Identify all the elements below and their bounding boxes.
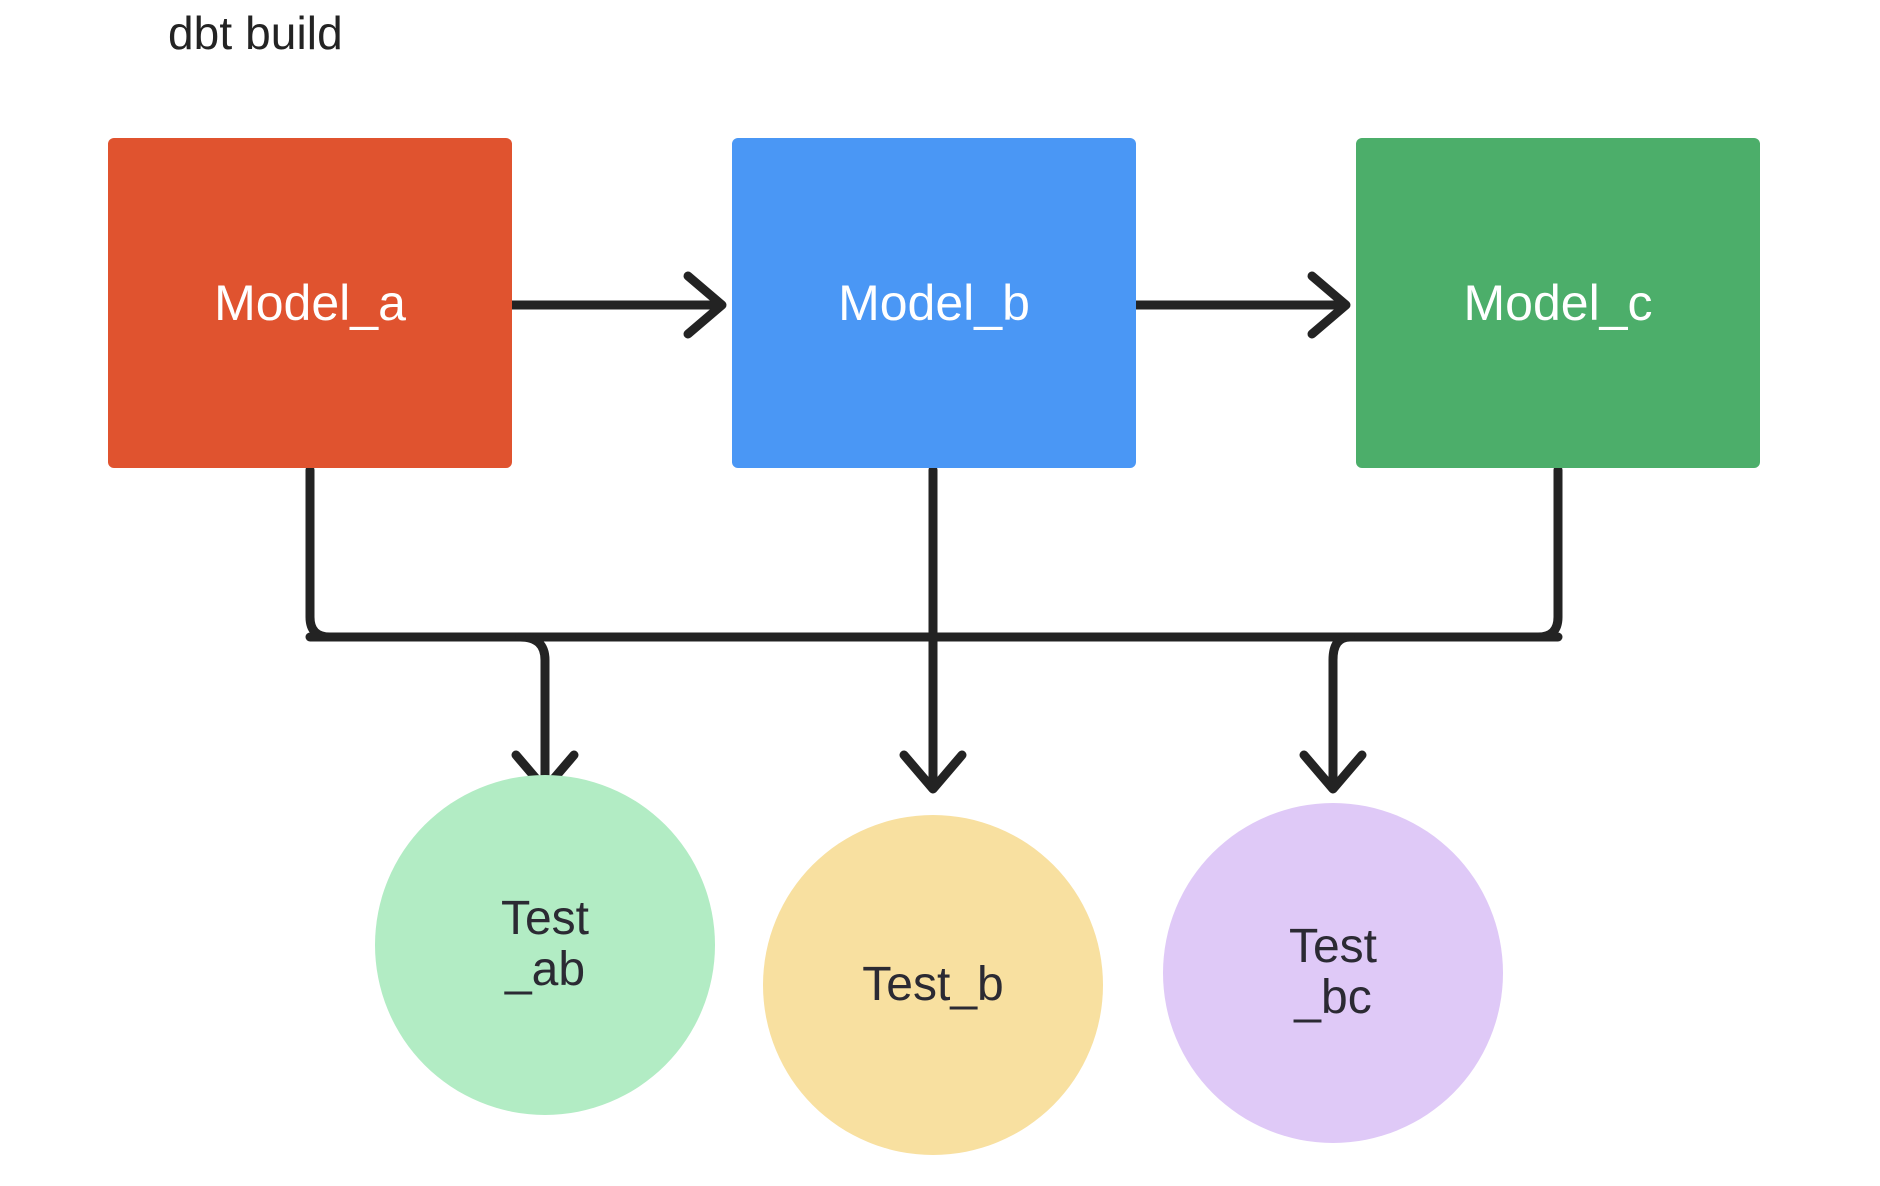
edge-model-a-to-bus	[305, 465, 525, 642]
node-model-c-label: Model_c	[1463, 274, 1653, 331]
node-model-b[interactable]: Model_b	[732, 138, 1136, 468]
node-test-b-label-line1: Test_b	[862, 957, 1004, 1011]
edge-model-c-to-bus	[1345, 465, 1563, 642]
node-model-c[interactable]: Model_c	[1356, 138, 1760, 468]
edge-model-b-to-model-c	[1131, 271, 1351, 339]
node-model-b-label: Model_b	[838, 274, 1030, 331]
node-test-ab[interactable]: Test _ab	[375, 775, 715, 1115]
node-test-ab-label-line2: _ab	[504, 943, 586, 996]
diagram-title: dbt build	[168, 7, 343, 59]
edge-model-a-to-model-b	[507, 271, 727, 339]
node-test-bc-label-line1: Test	[1288, 920, 1378, 974]
edge-model-b-to-test-b	[899, 465, 967, 794]
node-model-a[interactable]: Model_a	[108, 138, 512, 468]
node-test-bc[interactable]: Test _bc	[1163, 803, 1503, 1143]
node-test-bc-label-line2: _bc	[1294, 971, 1372, 1024]
node-test-ab-label-line1: Test	[500, 892, 590, 946]
edge-bus-to-test-ab	[511, 632, 579, 794]
node-model-a-label: Model_a	[214, 274, 406, 331]
edge-bus-to-test-bc	[1299, 632, 1367, 794]
node-test-b[interactable]: Test_b	[763, 815, 1103, 1155]
